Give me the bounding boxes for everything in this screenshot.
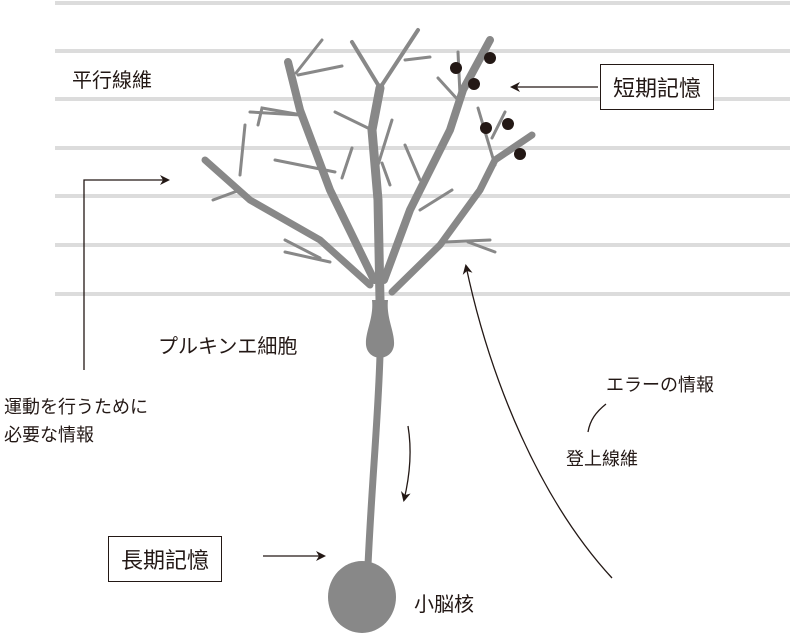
short-term-memory-box: 短期記憶	[600, 64, 715, 110]
purkinje-dendrites	[201, 28, 536, 305]
climbing-fiber-label: 登上線維	[566, 449, 638, 470]
parallel-fibers-label: 平行線維	[72, 68, 152, 92]
arrows	[83, 82, 613, 579]
axon	[364, 354, 384, 566]
long-term-memory-box: 長期記憶	[108, 536, 223, 582]
motor-info-line1: 運動を行うために	[4, 397, 148, 418]
motor-info-line2: 必要な情報	[4, 425, 94, 446]
parallel-fiber-lines	[55, 1, 790, 296]
purkinje-cell-label: プルキンエ細胞	[158, 334, 298, 358]
purkinje-soma	[365, 300, 395, 358]
synapse-dots	[450, 52, 526, 160]
cerebellar-nucleus-shape	[328, 561, 396, 633]
cerebellar-nucleus-label: 小脳核	[414, 592, 474, 616]
error-info-label: エラーの情報	[606, 375, 714, 396]
motor-info-label: 運動を行うために 必要な情報	[4, 394, 148, 450]
